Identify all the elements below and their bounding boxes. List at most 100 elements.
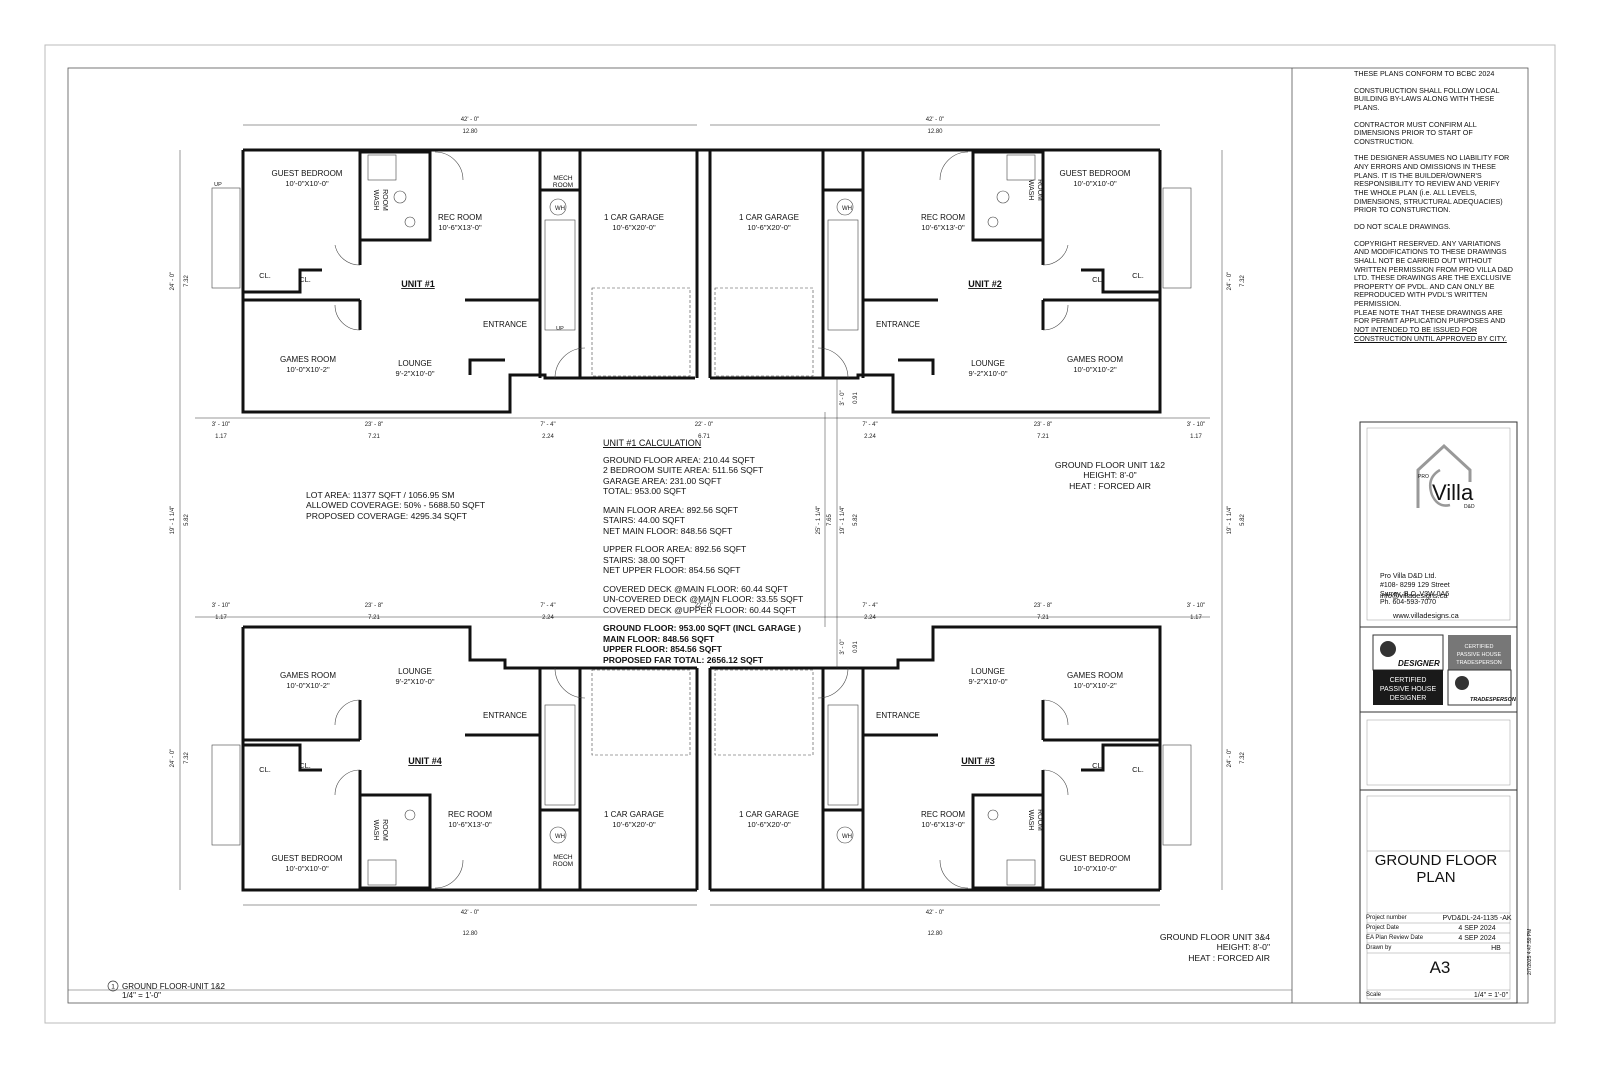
svg-text:REC ROOM: REC ROOM <box>438 213 482 222</box>
svg-text:3' - 0": 3' - 0" <box>840 639 846 654</box>
svg-text:GAMES ROOM: GAMES ROOM <box>280 671 336 680</box>
svg-text:GUEST BEDROOM: GUEST BEDROOM <box>272 169 343 178</box>
svg-text:CL.: CL. <box>1092 275 1104 284</box>
svg-text:12.80: 12.80 <box>927 129 943 135</box>
svg-text:CERTIFIED: CERTIFIED <box>1390 677 1427 684</box>
svg-text:REC ROOM: REC ROOM <box>921 810 965 819</box>
svg-text:3' - 10": 3' - 10" <box>1187 603 1206 609</box>
svg-text:UNIT #1: UNIT #1 <box>401 279 435 289</box>
svg-text:WASH: WASH <box>372 190 379 211</box>
svg-text:UP: UP <box>214 182 222 188</box>
svg-text:6.71: 6.71 <box>698 434 710 440</box>
svg-text:22' - 0": 22' - 0" <box>695 422 714 428</box>
logo-villa: Villa <box>1432 480 1474 505</box>
sheet-info-inner <box>1366 795 1511 1000</box>
svg-text:CL.: CL. <box>1132 271 1144 280</box>
svg-text:UNIT #2: UNIT #2 <box>968 279 1002 289</box>
svg-text:PASSIVE HOUSE: PASSIVE HOUSE <box>1380 686 1437 693</box>
note-5: DO NOT SCALE DRAWINGS. <box>1354 221 1451 231</box>
svg-text:3' - 0": 3' - 0" <box>840 390 846 405</box>
svg-text:23' - 8": 23' - 8" <box>1034 603 1053 609</box>
svg-text:MECH: MECH <box>553 854 572 861</box>
lot-coverage: LOT AREA: 11377 SQFT / 1056.95 SM ALLOWE… <box>306 490 486 521</box>
unit-calculation: UNIT #1 CALCULATION GROUND FLOOR AREA: 2… <box>603 438 843 673</box>
outer-border <box>44 44 1556 1024</box>
svg-text:9'-2"X10'-0": 9'-2"X10'-0" <box>968 369 1007 378</box>
svg-text:2.24: 2.24 <box>542 615 554 621</box>
note-7: PLEAE NOTE THAT THESE DRAWINGS ARE FOR P… <box>1354 307 1506 326</box>
svg-text:42' - 0": 42' - 0" <box>461 117 480 123</box>
note-1: THESE PLANS CONFORM TO BCBC 2024 <box>1354 69 1495 78</box>
sheet-number: A3 <box>1429 958 1451 977</box>
svg-text:10'-6"X13'-0": 10'-6"X13'-0" <box>448 820 492 829</box>
svg-text:UNIT #3: UNIT #3 <box>961 756 995 766</box>
certified-tradesperson-badge: CERTIFIED PASSIVE HOUSE TRADESPERSON TRA… <box>1447 635 1517 706</box>
plan-walls <box>241 148 1162 892</box>
svg-text:1.17: 1.17 <box>215 434 227 440</box>
svg-text:LOUNGE: LOUNGE <box>971 667 1005 676</box>
svg-text:WASH: WASH <box>1027 180 1034 201</box>
svg-text:12.80: 12.80 <box>462 129 478 135</box>
svg-text:23' - 8": 23' - 8" <box>365 422 384 428</box>
svg-text:CL.: CL. <box>299 761 311 770</box>
svg-text:1.17: 1.17 <box>1190 434 1202 440</box>
svg-text:TRADESPERSON: TRADESPERSON <box>1470 697 1517 703</box>
svg-text:GAMES ROOM: GAMES ROOM <box>1067 355 1123 364</box>
company-email[interactable]: info@villadesigns.ca <box>1380 591 1448 600</box>
svg-text:25' - 1 1/4": 25' - 1 1/4" <box>816 506 822 535</box>
svg-text:TRADESPERSON: TRADESPERSON <box>1456 660 1502 666</box>
svg-text:ROOM: ROOM <box>381 819 388 841</box>
svg-text:3' - 10": 3' - 10" <box>212 603 231 609</box>
svg-text:WASH: WASH <box>1027 810 1034 831</box>
svg-text:10'-6"X20'-0": 10'-6"X20'-0" <box>612 223 656 232</box>
svg-text:5.82: 5.82 <box>184 514 190 526</box>
svg-text:9'-2"X10'-0": 9'-2"X10'-0" <box>395 677 434 686</box>
svg-text:10'-0"X10'-0": 10'-0"X10'-0" <box>1073 179 1117 188</box>
svg-text:1 CAR GARAGE: 1 CAR GARAGE <box>739 810 799 819</box>
svg-text:WASH: WASH <box>372 820 379 841</box>
svg-text:ROOM: ROOM <box>1036 809 1043 831</box>
svg-text:GAMES ROOM: GAMES ROOM <box>1067 671 1123 680</box>
svg-text:7.21: 7.21 <box>368 615 380 621</box>
view-title: GROUND FLOOR-UNIT 1&2 1/4" = 1'-0" <box>122 982 225 1001</box>
note-7-underlined: NOT INTENDED TO BE ISSUED FOR CONSTRUCTI… <box>1354 325 1507 343</box>
svg-text:WH: WH <box>842 834 852 840</box>
svg-text:10'-0"X10'-2": 10'-0"X10'-2" <box>1073 681 1117 690</box>
company-info: Pro Villa D&D Ltd. #108- 8299 129 Street… <box>1380 573 1450 607</box>
svg-text:10'-6"X13'-0": 10'-6"X13'-0" <box>438 223 482 232</box>
svg-text:23' - 8": 23' - 8" <box>365 603 384 609</box>
svg-text:WH: WH <box>555 834 565 840</box>
svg-text:2.24: 2.24 <box>542 434 554 440</box>
blank-box <box>1359 711 1518 791</box>
svg-text:24' - 0": 24' - 0" <box>170 749 176 768</box>
svg-text:24' - 0": 24' - 0" <box>1227 749 1233 768</box>
svg-text:7' - 4": 7' - 4" <box>862 422 877 428</box>
svg-text:10'-0"X10'-2": 10'-0"X10'-2" <box>286 681 330 690</box>
svg-text:5.82: 5.82 <box>853 514 859 526</box>
plan-fixtures <box>211 151 1192 889</box>
svg-text:GUEST BEDROOM: GUEST BEDROOM <box>1060 169 1131 178</box>
svg-text:5.82: 5.82 <box>1240 514 1246 526</box>
inner-border <box>67 67 1529 1004</box>
svg-text:9'-2"X10'-0": 9'-2"X10'-0" <box>395 369 434 378</box>
svg-text:3' - 10": 3' - 10" <box>212 422 231 428</box>
view-number: 1 <box>111 984 115 991</box>
svg-text:10'-6"X20'-0": 10'-6"X20'-0" <box>612 820 656 829</box>
svg-text:2.24: 2.24 <box>864 434 876 440</box>
company-website[interactable]: www.villadesigns.ca <box>1393 611 1459 620</box>
svg-text:CL.: CL. <box>1132 765 1144 774</box>
svg-text:7.21: 7.21 <box>1037 615 1049 621</box>
svg-text:DESIGNER: DESIGNER <box>1398 659 1440 668</box>
note-6: COPYRIGHT RESERVED. ANY VARIATIONS AND M… <box>1354 238 1513 309</box>
svg-text:ENTRANCE: ENTRANCE <box>483 711 527 720</box>
svg-text:10'-6"X20'-0": 10'-6"X20'-0" <box>747 223 791 232</box>
logo-inner-box <box>1366 427 1511 621</box>
svg-text:7.32: 7.32 <box>1240 275 1246 287</box>
svg-text:19' - 1 1/4": 19' - 1 1/4" <box>170 506 176 535</box>
room-labels: GUEST BEDROOM 10'-0"X10'-0" REC ROOM 10'… <box>214 169 1144 873</box>
blank-inner-box <box>1366 719 1511 786</box>
svg-text:REC ROOM: REC ROOM <box>921 213 965 222</box>
svg-text:12.80: 12.80 <box>927 931 943 937</box>
svg-text:ROOM: ROOM <box>553 182 573 189</box>
